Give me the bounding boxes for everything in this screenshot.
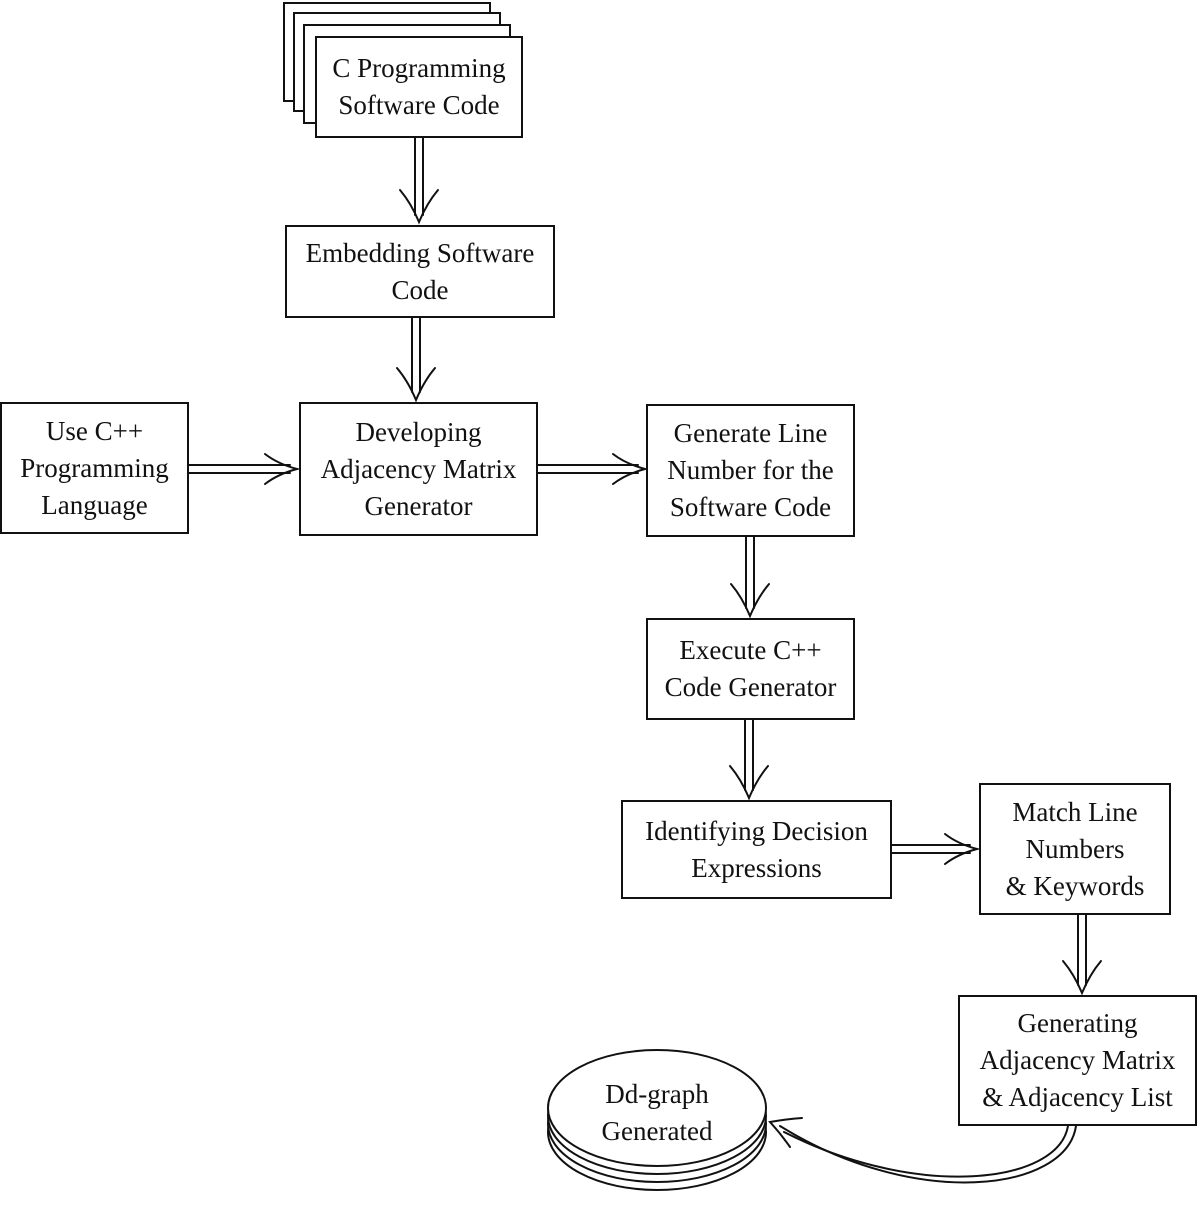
node-text-line: Adjacency Matrix: [320, 453, 517, 484]
node-use-cpp: Use C++ Programming Language: [0, 402, 189, 534]
node-text-line: Embedding Software: [305, 237, 535, 268]
node-text-line: Numbers: [1025, 833, 1125, 864]
node-text-line: Generating: [1017, 1008, 1138, 1038]
arrow-source-to-embedding: [399, 137, 439, 225]
node-text-line: Identifying Decision: [645, 815, 868, 846]
node-text-line: Match Line: [1012, 796, 1138, 827]
node-text-line: Code: [391, 274, 449, 305]
node-text-line: C Programming: [332, 53, 506, 83]
arrow-match-to-generating: [1062, 914, 1102, 996]
node-generating-matrix: Generating Adjacency Matrix & Adjacency …: [958, 995, 1197, 1126]
node-source-code: C Programming Software Code: [315, 36, 523, 138]
node-text-line: Developing: [355, 416, 482, 447]
arrow-decision-to-match: [891, 833, 981, 865]
node-text-line: Generate Line: [673, 418, 828, 448]
node-dd-graph: Dd-graph Generated: [560, 1070, 754, 1156]
node-match-lines: Match Line Numbers & Keywords: [979, 783, 1171, 915]
node-decision-expressions: Identifying Decision Expressions: [621, 800, 892, 899]
node-text-line: Software Code: [669, 492, 832, 522]
node-embedding: Embedding Software Code: [285, 225, 555, 318]
node-text-line: Use C++: [45, 415, 144, 446]
node-text-line: Programming: [20, 452, 169, 483]
node-text-line: Adjacency Matrix: [979, 1045, 1176, 1075]
node-line-numbers: Generate Line Number for the Software Co…: [646, 404, 855, 537]
node-text-line: Language: [41, 489, 148, 520]
arrow-embedding-to-generator: [396, 317, 436, 403]
node-text-line: Software Code: [338, 90, 500, 120]
node-text-line: Generated: [601, 1116, 713, 1146]
node-text-line: Number for the: [667, 455, 834, 485]
node-text-line: Expressions: [691, 852, 822, 883]
arrow-execute-to-decision: [729, 719, 769, 801]
node-text-line: Execute C++: [679, 635, 822, 665]
node-text-line: Code Generator: [664, 672, 837, 702]
node-execute-cpp: Execute C++ Code Generator: [646, 618, 855, 720]
ddgraph-ellipse-stack: [547, 1049, 767, 1191]
arrow-generating-to-ddgraph: [768, 1117, 1077, 1184]
node-text-line: & Adjacency List: [982, 1082, 1173, 1112]
node-text-line: Dd-graph: [605, 1079, 709, 1109]
node-text-line: & Keywords: [1005, 870, 1145, 901]
node-text-line: Generator: [364, 490, 473, 521]
arrow-usecpp-to-generator: [188, 453, 301, 485]
node-adjacency-generator: Developing Adjacency Matrix Generator: [299, 402, 538, 536]
arrow-generator-to-linenumbers: [537, 453, 649, 485]
arrow-linenumbers-to-execute: [730, 536, 770, 619]
